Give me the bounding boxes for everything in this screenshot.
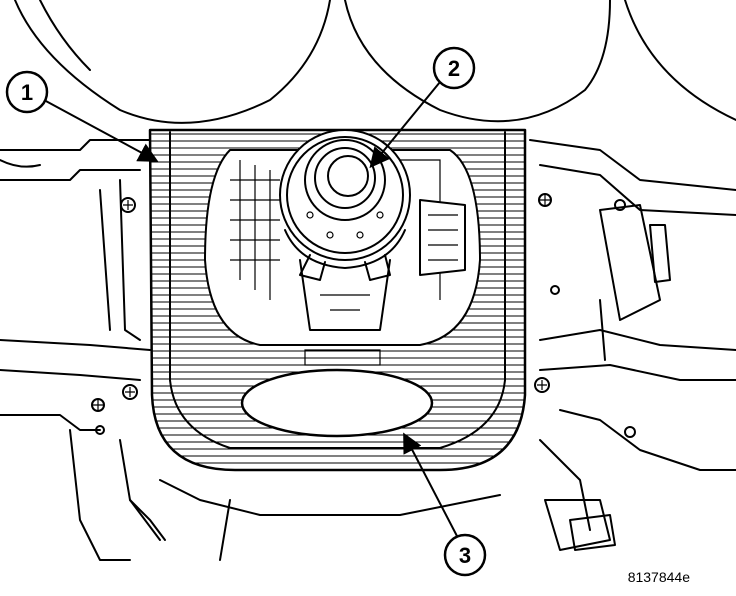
leader-arrow-3 xyxy=(403,432,459,539)
callout-3-label: 3 xyxy=(459,543,471,568)
callout-2-label: 2 xyxy=(448,56,460,81)
dashboard-frame xyxy=(0,139,736,561)
lower-cover-pad xyxy=(240,368,434,438)
figure-id: 8137844e xyxy=(628,569,691,585)
callout-leaders xyxy=(43,81,459,539)
callout-3: 3 xyxy=(443,533,487,577)
instrument-cluster-gauges xyxy=(0,0,736,168)
mounting-screws xyxy=(91,193,636,438)
callout-1: 1 xyxy=(5,70,49,114)
callout-1-label: 1 xyxy=(21,80,33,105)
callout-2: 2 xyxy=(432,46,476,90)
leader-arrow-2 xyxy=(369,81,441,169)
lower-bracket xyxy=(129,499,616,551)
leader-arrow-1 xyxy=(43,99,159,162)
